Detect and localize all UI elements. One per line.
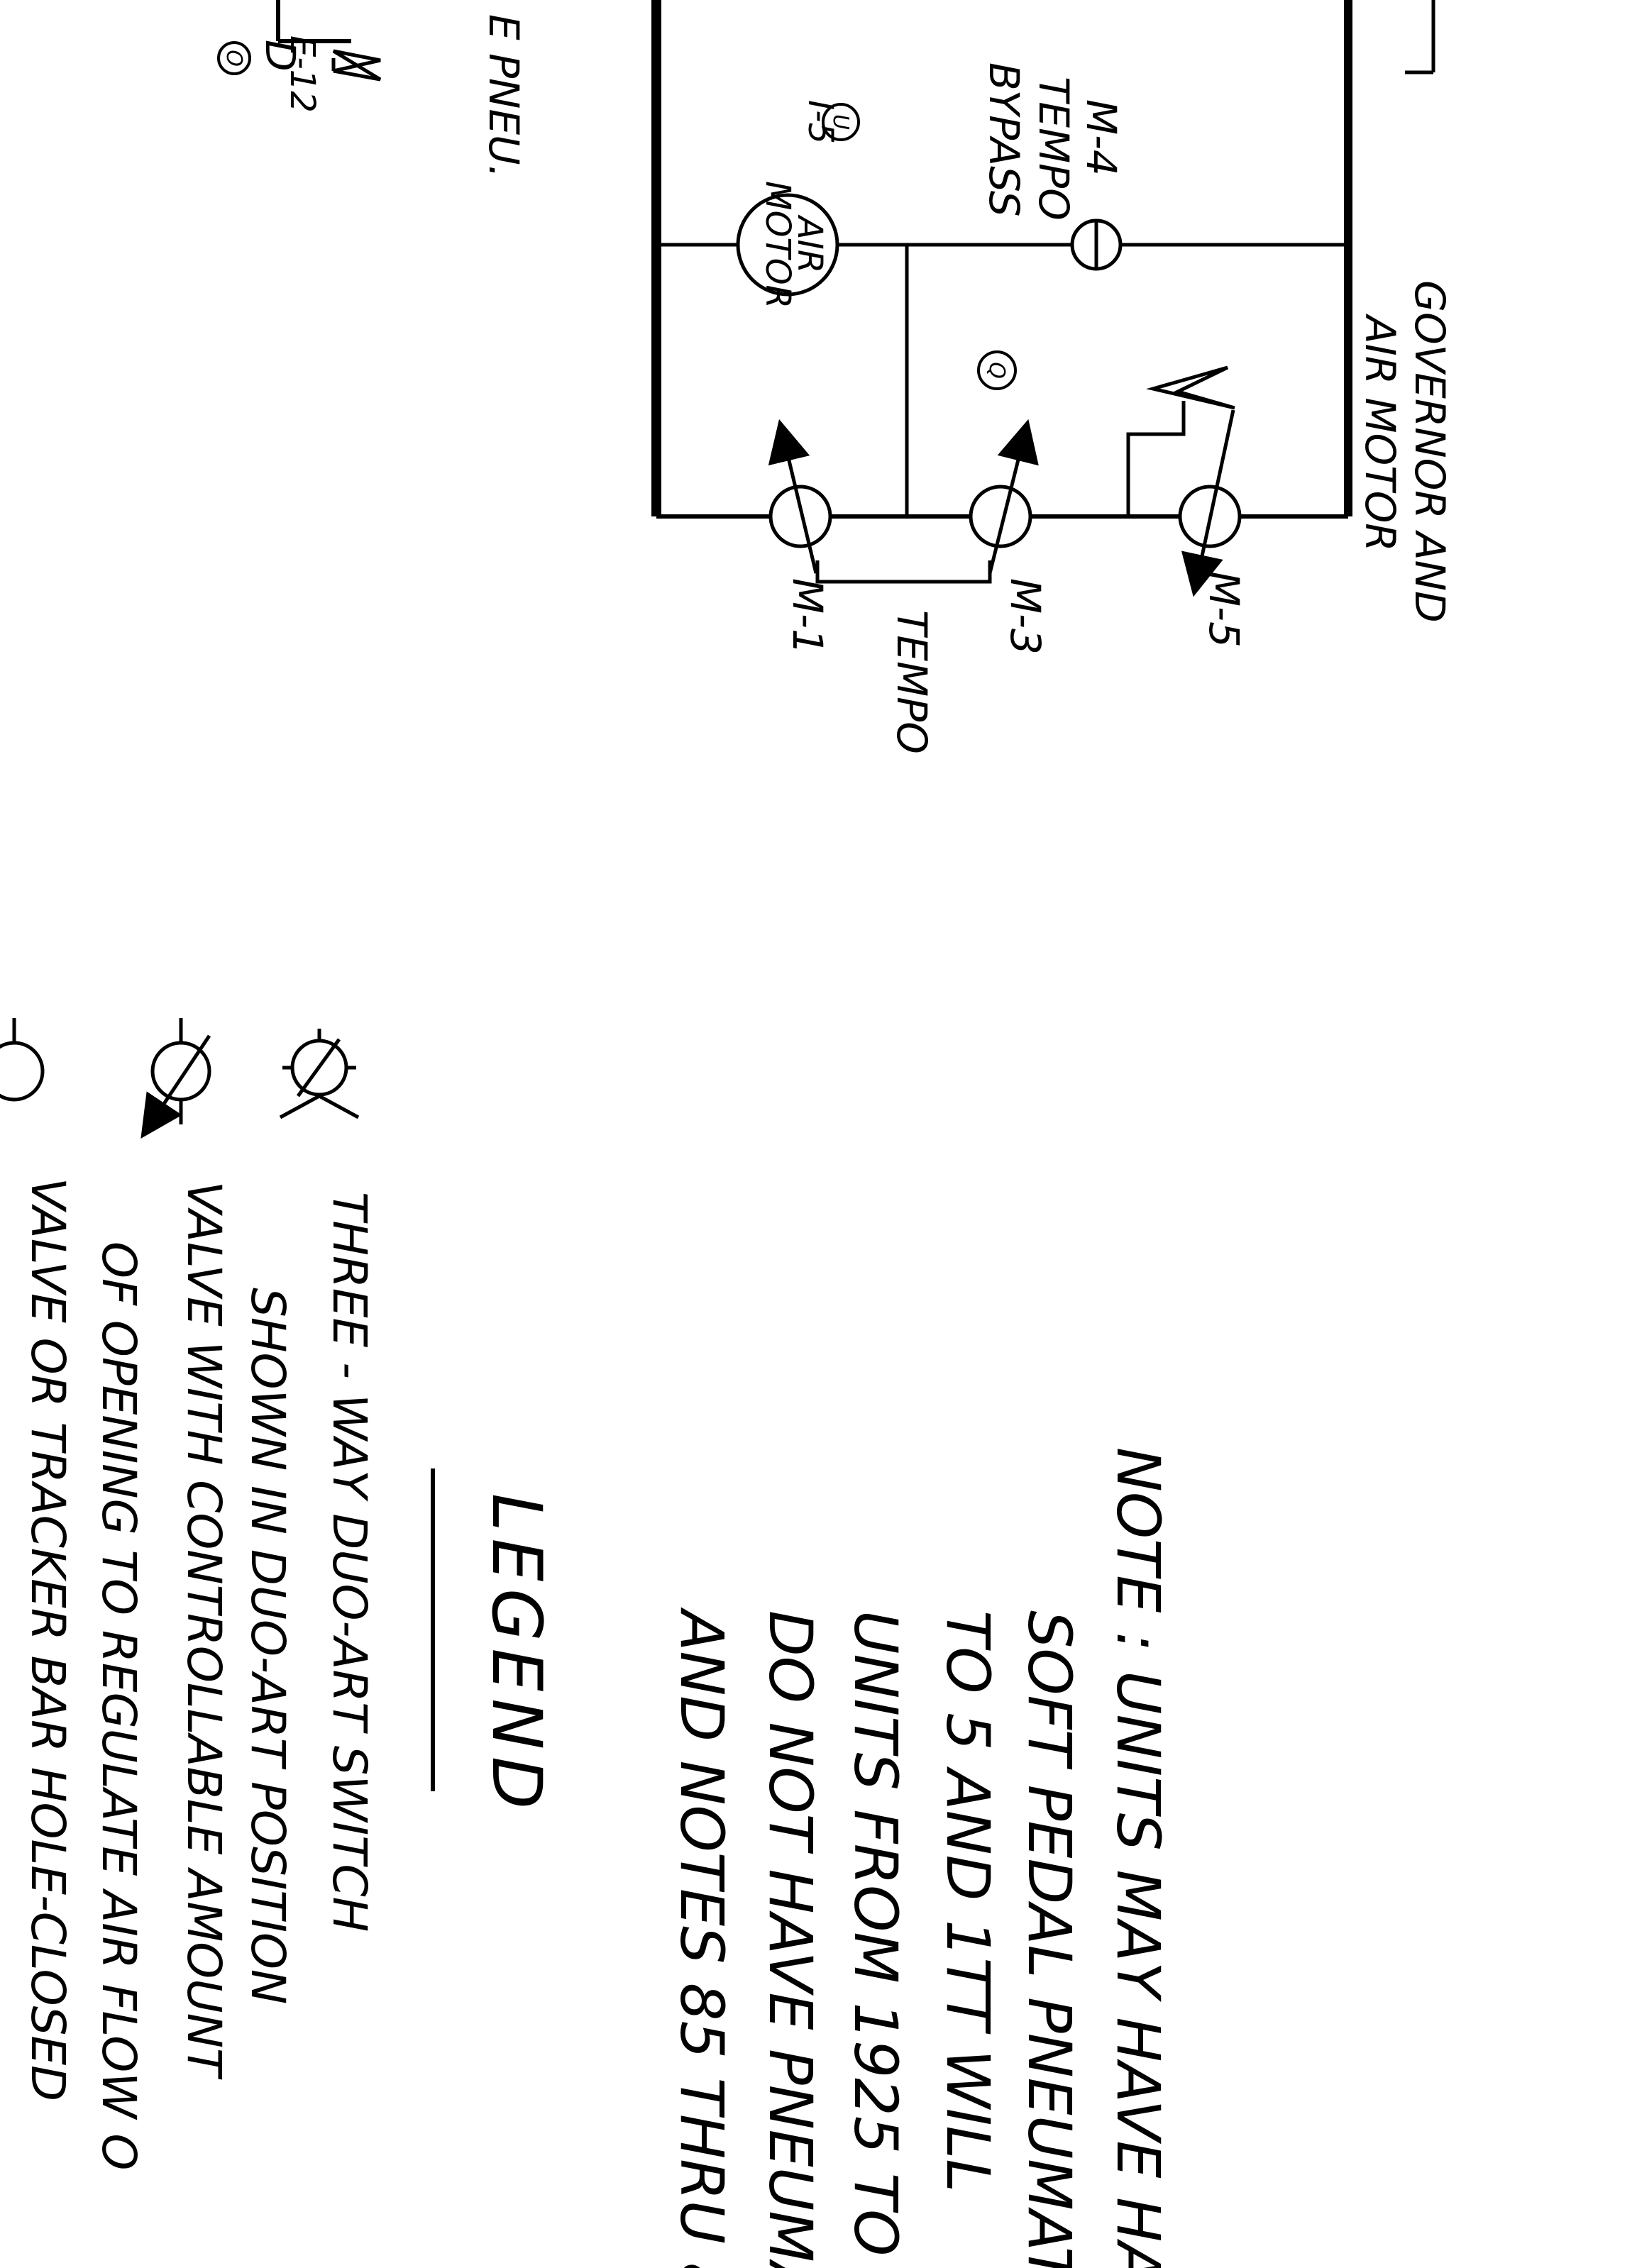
legend-item-3-line-1: VALVE OR TRACKER BAR HOLE-CLOSED — [21, 1178, 75, 2101]
partial-top-left: D E-12 O E PNEU. — [217, 0, 528, 178]
e-pneu-label: E PNEU. — [480, 14, 528, 178]
air-motor: AIR MOTOR — [736, 181, 839, 309]
valve-icon — [768, 485, 832, 548]
tempo-linkage — [815, 560, 992, 584]
marker-o-label: O — [221, 50, 246, 67]
air-motor-label-1: AIR — [790, 214, 829, 273]
note-block: NOTE : UNITS MAY HAVE HA SOFT PEDAL PNEU… — [667, 1447, 1173, 2268]
m1-label: M-1 — [783, 578, 832, 655]
valve-icon — [0, 1018, 45, 1102]
marker-circle-u — [822, 103, 860, 141]
valve-m3 — [969, 419, 1039, 574]
marker-q-label: Q — [984, 362, 1009, 379]
tempo-label: TEMPO — [888, 610, 936, 754]
legend-item-valve: VALVE OR TRACKER BAR HOLE-CLOSED — [0, 1018, 75, 2101]
marker-circle-o — [217, 41, 251, 75]
three-way-switch-icon — [279, 1029, 360, 1119]
top-right-bracket — [1405, 0, 1435, 74]
e12-label: E-12 — [282, 35, 322, 113]
governor-label-2: AIR MOTOR — [1356, 313, 1404, 552]
note-line-2: SOFT PEDAL PNEUMAT — [1015, 1610, 1084, 2268]
valve-m4 — [1070, 218, 1123, 271]
m5-label: M-5 — [1200, 571, 1248, 648]
valve-m1 — [768, 419, 832, 574]
partial-label-d: D — [256, 40, 304, 72]
note-line-1: NOTE : UNITS MAY HAVE HA — [1103, 1447, 1173, 2268]
note-line-3: TO 5 AND 1TT WILL — [933, 1610, 1003, 2192]
legend-item-1-line-1: THREE - WAY DUO-ART SWITCH — [322, 1192, 377, 1932]
legend-item-controllable-valve: VALVE WITH CONTROLLABLE AMOUNT OF OPENIN… — [92, 1018, 231, 2170]
control-arrow — [768, 419, 818, 574]
legend-item-2-line-1: VALVE WITH CONTROLLABLE AMOUNT — [177, 1181, 231, 2080]
tempo-bypass-label-1: TEMPO — [1030, 77, 1078, 221]
air-motor-label-2: MOTOR — [758, 181, 798, 309]
note-line-5: DO NOT HAVE PNEUMATI — [756, 1610, 825, 2268]
controllable-valve-icon — [140, 1018, 211, 1139]
tempo-bypass-label-2: BYPASS — [980, 62, 1028, 217]
legend-item-2-line-2: OF OPENING TO REGULATE AIR FLOW O — [92, 1241, 146, 2170]
control-arrow — [988, 419, 1039, 574]
governor-label-1: GOVERNOR AND — [1406, 280, 1454, 623]
m4-label: M-4 — [1077, 99, 1125, 176]
m3-label: M-3 — [1001, 578, 1049, 655]
tracker-marker-e12 — [331, 49, 382, 82]
valve-icon — [969, 485, 1032, 548]
pneumatic-icon — [332, 49, 382, 82]
control-arrow — [1181, 409, 1235, 597]
governor-air-motor-circuit: AIR MOTOR Q U GOVERNOR AND AIR MOTOR M-5… — [651, 0, 1454, 754]
legend-title: LEGEND — [477, 1493, 556, 1816]
legend: LEGEND THREE - WAY DUO-ART SWITCH SHOWN … — [0, 1018, 556, 2170]
note-line-6: AND NOTES 85 THRU 8 — [667, 1607, 737, 2268]
valve-m5 — [1146, 365, 1242, 597]
marker-circle-q — [977, 350, 1017, 390]
legend-item-1-line-2: SHOWN IN DUO-ART POSITION — [241, 1288, 295, 2004]
governor-pneumatic-icon — [1146, 365, 1235, 410]
i5-label: I-5 — [800, 100, 840, 144]
air-motor-icon — [736, 193, 839, 297]
marker-u-label: U — [828, 114, 853, 130]
note-line-4: UNITS FROM 1925 TO — [841, 1610, 910, 2256]
legend-item-three-way-switch: THREE - WAY DUO-ART SWITCH SHOWN IN DUO-… — [241, 1029, 377, 2004]
